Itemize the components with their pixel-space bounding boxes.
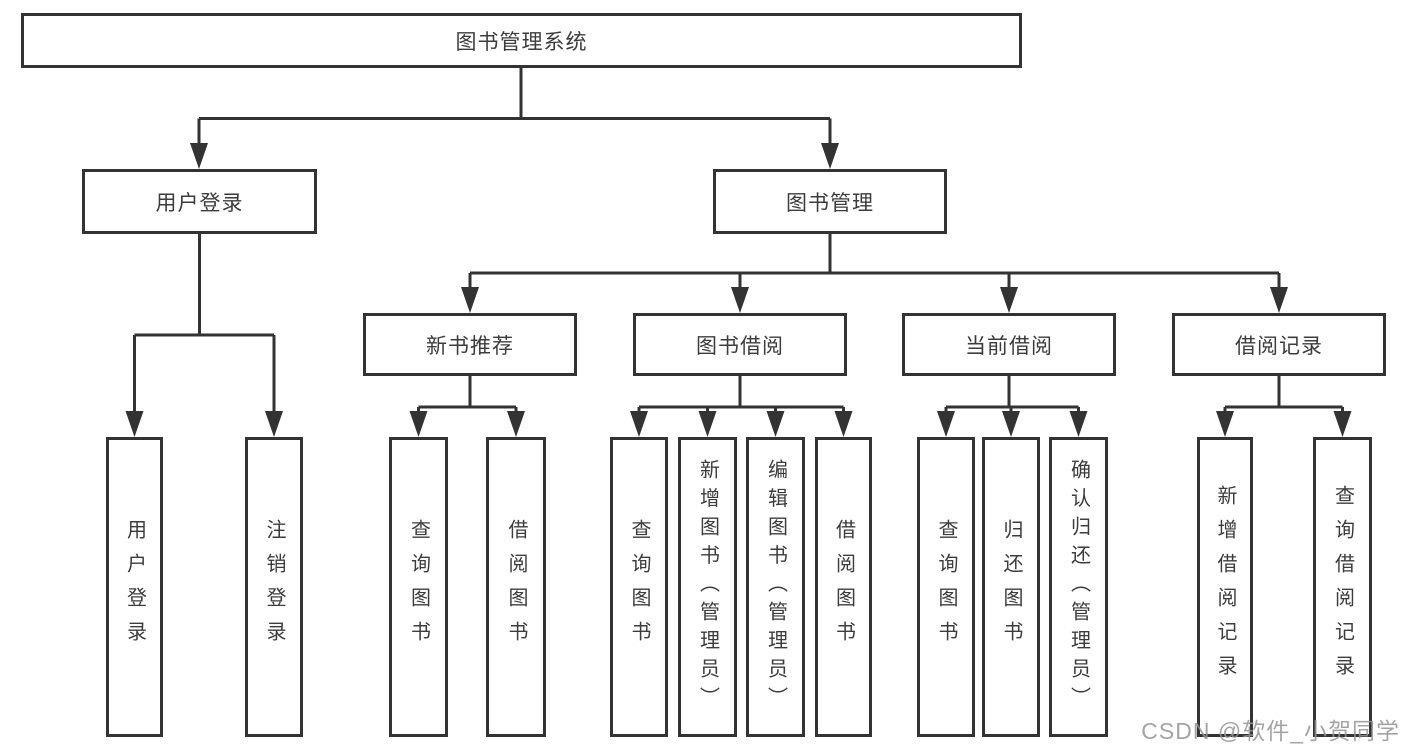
arrow-down-icon	[937, 411, 955, 437]
leaf-return-books-label: 归还图书	[1000, 519, 1022, 655]
arrow-down-icon	[731, 287, 749, 313]
leaf-user-login-label: 用户登录	[123, 519, 146, 655]
node-borrowing-records: 借阅记录	[1172, 313, 1386, 376]
connector-book-mgmt	[468, 234, 1281, 290]
arrow-down-icon	[1000, 287, 1018, 313]
leaf-edit-books-admin: 编辑图书（管理员）	[746, 437, 805, 737]
leaf-logout-label: 注销登录	[263, 519, 285, 655]
node-new-book-recommendation-label: 新书推荐	[426, 334, 514, 358]
node-borrowing-records-label: 借阅记录	[1235, 334, 1323, 358]
arrow-down-icon	[125, 411, 144, 437]
node-book-management-label: 图书管理	[786, 191, 874, 215]
arrow-down-icon	[507, 411, 525, 437]
connector-borrow-records	[1223, 376, 1344, 414]
leaf-query-books-current: 查询图书	[917, 437, 975, 737]
leaf-confirm-return-admin-label: 确认归还（管理员）	[1067, 459, 1090, 715]
leaf-add-books-admin-label: 新增图书（管理员）	[696, 459, 719, 715]
connector-current-borrow	[944, 376, 1080, 414]
node-root-label: 图书管理系统	[455, 30, 588, 54]
leaf-query-borrow-record-label: 查询借阅记录	[1331, 485, 1354, 689]
node-current-borrowing: 当前借阅	[902, 313, 1116, 376]
node-new-book-recommendation: 新书推荐	[363, 313, 577, 376]
leaf-add-borrow-record-label: 新增借阅记录	[1214, 485, 1236, 689]
leaf-borrow-books-newbook-label: 借阅图书	[505, 519, 527, 655]
arrow-down-icon	[265, 411, 283, 437]
leaf-borrow-books-borrowing-label: 借阅图书	[832, 519, 855, 655]
leaf-return-books: 归还图书	[982, 437, 1040, 737]
leaf-query-books-current-label: 查询图书	[935, 519, 957, 655]
arrow-down-icon	[698, 411, 717, 437]
connector-user-login	[133, 233, 276, 414]
leaf-add-books-admin: 新增图书（管理员）	[678, 437, 737, 737]
leaf-query-books-borrowing: 查询图书	[610, 437, 668, 737]
node-user-login: 用户登录	[82, 169, 317, 234]
leaf-user-login: 用户登录	[106, 437, 163, 737]
connector-root	[197, 68, 832, 148]
arrow-down-icon	[461, 287, 479, 313]
leaf-query-books-newbook-label: 查询图书	[407, 519, 430, 655]
node-book-borrowing-label: 图书借阅	[696, 334, 784, 358]
arrow-down-icon	[1069, 411, 1088, 437]
node-current-borrowing-label: 当前借阅	[965, 334, 1053, 358]
leaf-query-books-newbook: 查询图书	[389, 437, 448, 737]
leaf-borrow-books-borrowing: 借阅图书	[815, 437, 872, 737]
leaf-logout: 注销登录	[245, 437, 303, 737]
arrow-down-icon	[630, 411, 648, 437]
node-book-management: 图书管理	[713, 169, 947, 234]
leaf-confirm-return-admin: 确认归还（管理员）	[1049, 437, 1108, 737]
leaf-add-borrow-record: 新增借阅记录	[1197, 437, 1253, 737]
watermark: CSDN @软件_小贺同学	[1141, 718, 1400, 744]
arrow-down-icon	[766, 411, 785, 437]
arrow-down-icon	[1216, 411, 1234, 437]
leaf-query-books-borrowing-label: 查询图书	[628, 519, 650, 655]
arrow-down-icon	[190, 143, 208, 169]
connector-new-book	[417, 376, 518, 414]
connector-book-borrow	[637, 376, 845, 414]
arrowhead-icons	[125, 143, 1352, 437]
leaf-borrow-books-newbook: 借阅图书	[486, 437, 546, 737]
arrow-down-icon	[409, 411, 428, 437]
arrow-down-icon	[1270, 287, 1288, 313]
arrow-down-icon	[834, 411, 853, 437]
leaf-edit-books-admin-label: 编辑图书（管理员）	[764, 459, 787, 715]
node-root: 图书管理系统	[21, 13, 1022, 68]
arrow-down-icon	[1333, 411, 1352, 437]
node-user-login-label: 用户登录	[155, 191, 244, 215]
node-book-borrowing: 图书借阅	[633, 313, 847, 376]
arrow-down-icon	[1002, 411, 1020, 437]
arrow-down-icon	[821, 143, 839, 169]
leaf-query-borrow-record: 查询借阅记录	[1313, 437, 1372, 737]
